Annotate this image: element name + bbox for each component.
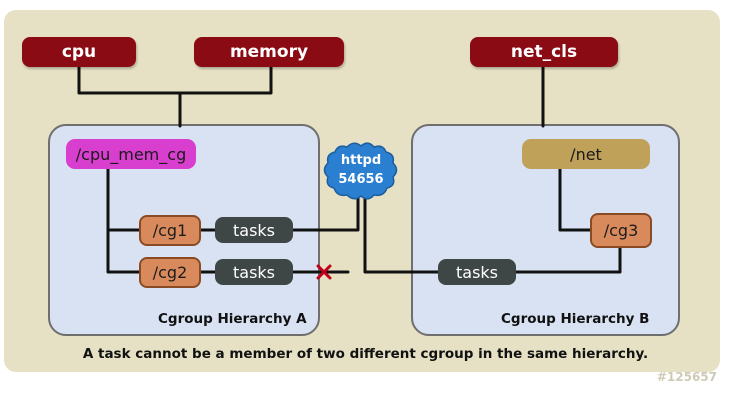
cloud-badge-icon	[323, 142, 398, 200]
cgroup-cg3: /cg3	[590, 213, 652, 248]
hierarchy-b-caption: Cgroup Hierarchy B	[501, 311, 650, 327]
hierarchy-a-caption: Cgroup Hierarchy A	[158, 311, 307, 327]
process-to-cg3-tasks-line	[363, 194, 442, 274]
subsystem-cpu: cpu	[22, 37, 136, 67]
cgroup-cg2: /cg2	[139, 257, 201, 288]
process-pid: 54656	[338, 171, 384, 187]
cgroup-root-net: /net	[522, 139, 650, 169]
root-a-trunk-line	[106, 166, 143, 274]
cgroup-root-cpu-mem: /cpu_mem_cg	[66, 139, 196, 169]
process-name: httpd	[340, 152, 382, 168]
cross-mark-icon	[316, 264, 332, 280]
image-id-watermark: #125657	[656, 370, 717, 384]
root-b-to-cg3-line	[558, 166, 594, 232]
subsystem-net-cls: net_cls	[470, 37, 618, 67]
tasks-cg2: tasks	[215, 259, 293, 285]
cgroup-cg1: /cg1	[139, 215, 201, 246]
tasks-cg3: tasks	[438, 259, 516, 285]
process-to-cg1-tasks-line	[290, 194, 360, 232]
subsystem-join-line	[77, 64, 273, 95]
subsystem-memory: memory	[194, 37, 344, 67]
tasks-cg1: tasks	[215, 217, 293, 243]
diagram-footnote: A task cannot be a member of two differe…	[82, 346, 649, 362]
cg3-to-tasks-line	[513, 244, 622, 274]
